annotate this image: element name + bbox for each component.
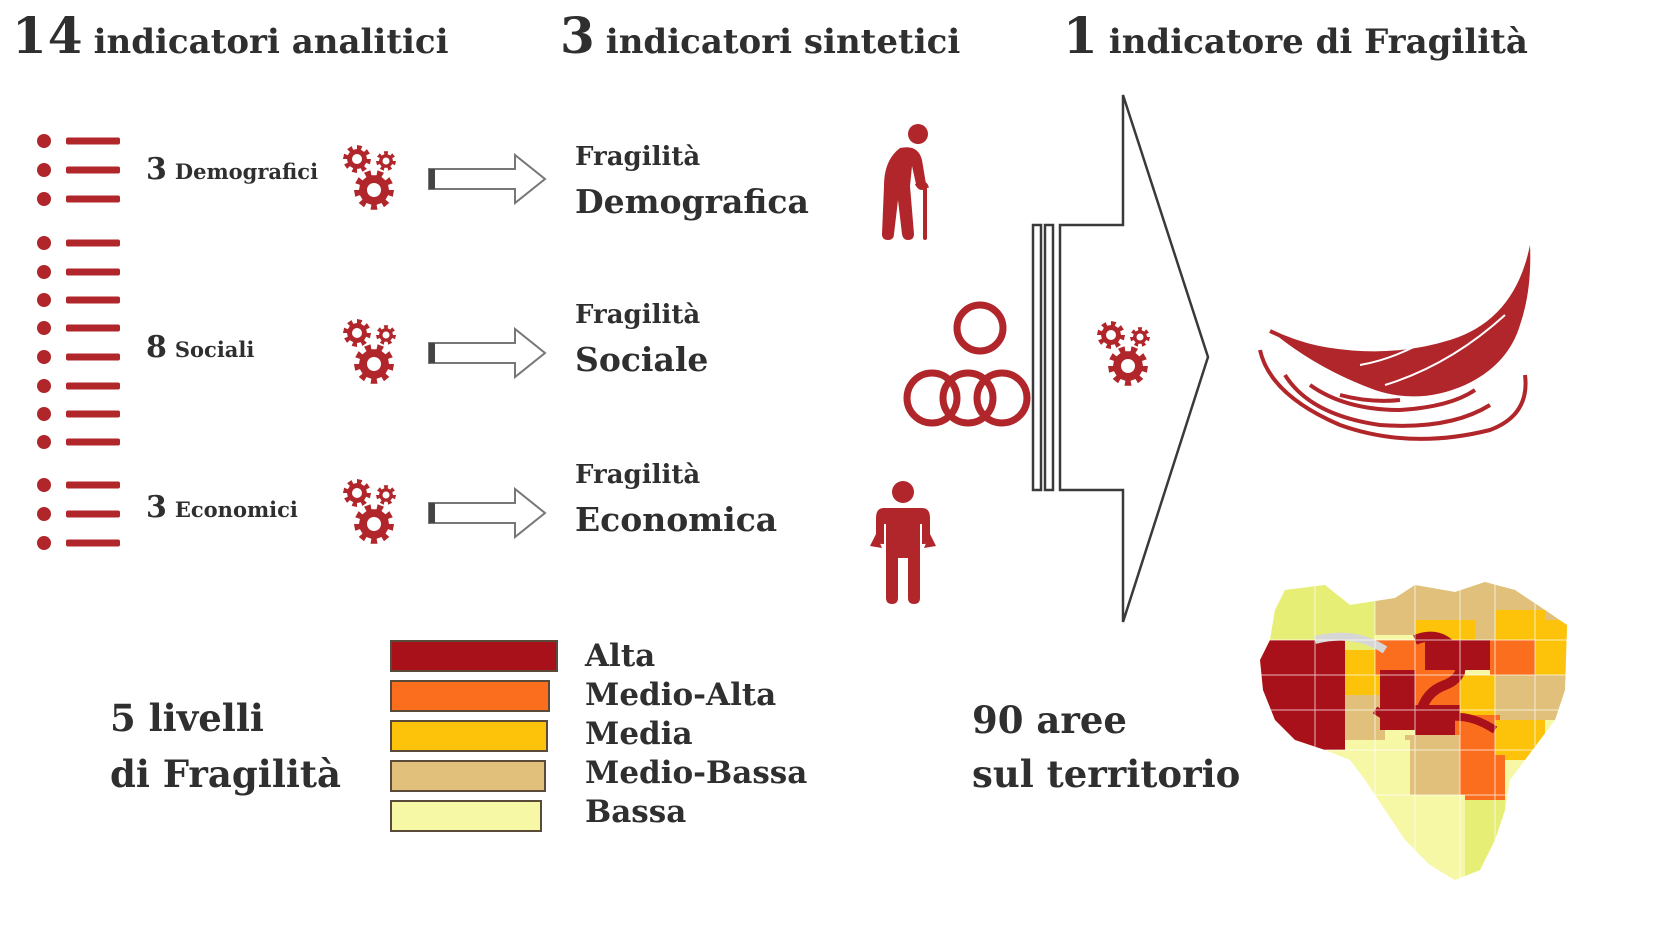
legend-swatch-bassa [390,800,542,832]
fragility-word: Fragilità [575,460,701,490]
legend-swatch-alta [390,640,558,672]
social-circles-icon [903,301,1031,427]
header-final-number: 1 [1063,6,1099,65]
territory-map-icon [1260,582,1567,880]
fragility-type: Economica [575,500,778,539]
group-count: 3 [146,490,167,525]
legend-swatch-media [390,720,548,752]
levels-title: 5 livelli [110,696,264,740]
header-analytic-text: indicatori analitici [93,22,449,62]
group-count: 3 [146,152,167,187]
legend-label-medio-bassa: Medio-Bassa [585,755,808,791]
header-analytic-number: 14 [12,6,84,65]
areas-subtitle: sul territorio [972,752,1241,796]
header-synthetic-text: indicatori sintetici [605,22,961,62]
gears-icon [343,319,396,384]
group-name: Demografici [174,159,319,184]
gears-icon [343,479,396,544]
fragility-word: Fragilità [575,300,701,330]
fragility-economic: Fragilità Economica [575,460,777,539]
group-label-economic: 3 Economici [146,490,298,525]
legend-label-alta: Alta [585,638,656,674]
fragility-social: Fragilità Sociale [575,300,708,379]
areas-title: 90 aree [972,698,1127,742]
group-label-demographic: 3 Demografici [146,152,318,187]
fragility-type: Demografica [575,182,809,221]
fragility-type: Sociale [575,340,709,379]
bullet-list-icon [37,134,120,550]
header-synthetic-number: 3 [560,6,596,65]
legend-swatch-medio-alta [390,680,550,712]
gears-icon [343,145,396,210]
arrow-right-icon [428,152,547,206]
feather-fragility-icon [1258,245,1531,441]
group-name: Economici [174,497,298,522]
arrow-right-icon [428,326,547,380]
elderly-person-with-cane-icon [882,124,929,240]
group-label-social: 8 Sociali [146,330,254,365]
levels-subtitle: di Fragilità [110,752,341,796]
person-empty-pockets-icon [870,481,936,604]
legend-label-bassa: Bassa [585,794,687,830]
arrow-right-icon [428,486,547,540]
fragility-word: Fragilità [575,142,701,172]
fragility-demographic: Fragilità Demografica [575,142,809,221]
header-final-text: indicatore di Fragilità [1108,22,1528,62]
group-count: 8 [146,330,167,365]
gears-icon [1097,321,1150,386]
group-name: Sociali [174,337,255,362]
legend-label-medio-alta: Medio-Alta [585,677,777,713]
legend-label-media: Media [585,716,693,752]
legend-swatch-medio-bassa [390,760,546,792]
